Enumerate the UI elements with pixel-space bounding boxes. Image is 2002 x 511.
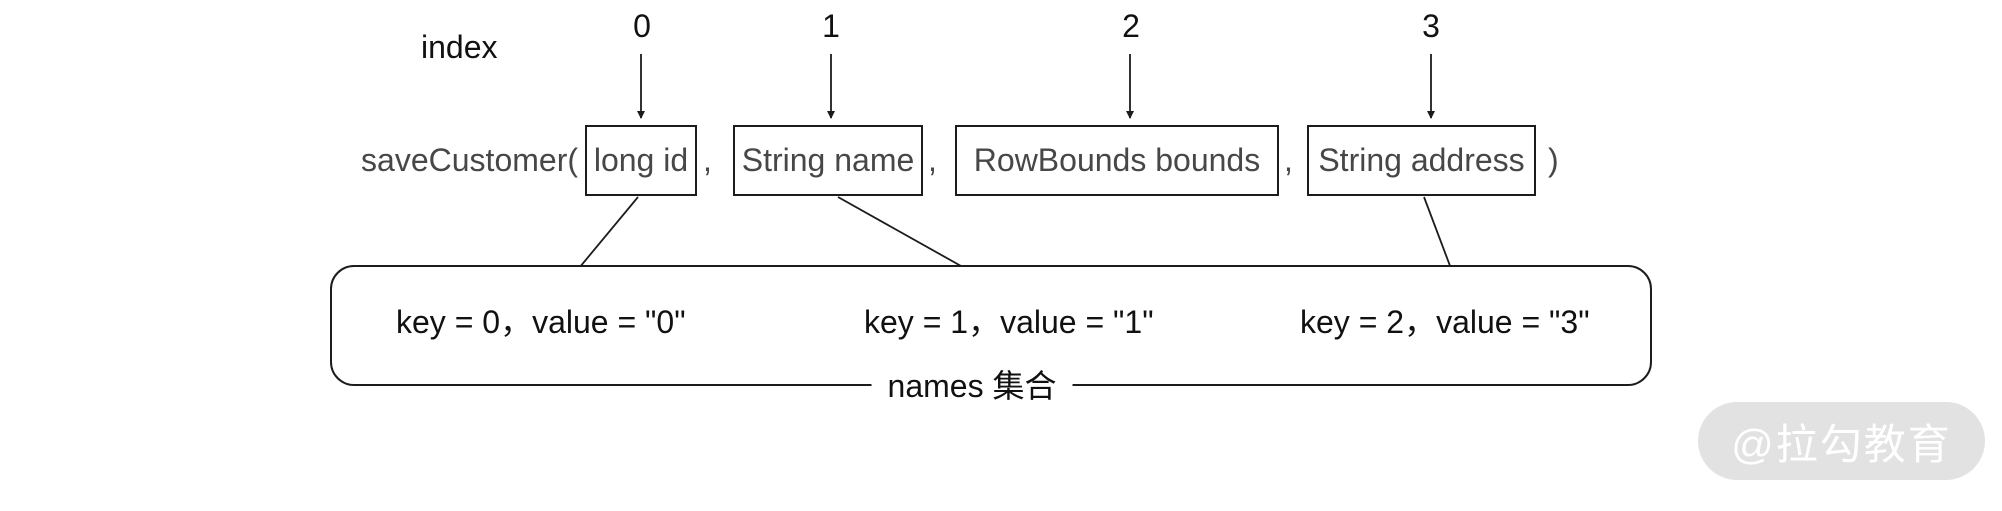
- index-number-1: 1: [822, 8, 840, 44]
- param-box-rowbounds: RowBounds bounds: [955, 125, 1279, 196]
- watermark-badge: @拉勾教育: [1698, 402, 1985, 480]
- map-entry-0: key = 0，value = "0": [396, 304, 686, 340]
- index-number-3: 3: [1422, 8, 1440, 44]
- index-caption: index: [421, 29, 498, 65]
- method-close-paren: ): [1548, 142, 1559, 178]
- names-collection-label: names 集合: [871, 367, 1073, 405]
- method-name-text: saveCustomer(: [361, 142, 578, 178]
- names-collection-box: [330, 265, 1652, 386]
- param-box-string-address: String address: [1307, 125, 1536, 196]
- index-number-0: 0: [633, 8, 651, 44]
- index-number-2: 2: [1122, 8, 1140, 44]
- watermark-text: @拉勾教育: [1731, 420, 1952, 468]
- param-separator-0: ,: [703, 142, 712, 178]
- param-box-string-name: String name: [733, 125, 923, 196]
- map-entry-2: key = 2，value = "3": [1300, 304, 1590, 340]
- param-separator-1: ,: [928, 142, 937, 178]
- param-separator-2: ,: [1284, 142, 1293, 178]
- param-box-long-id: long id: [585, 125, 697, 196]
- map-entry-1: key = 1，value = "1": [864, 304, 1154, 340]
